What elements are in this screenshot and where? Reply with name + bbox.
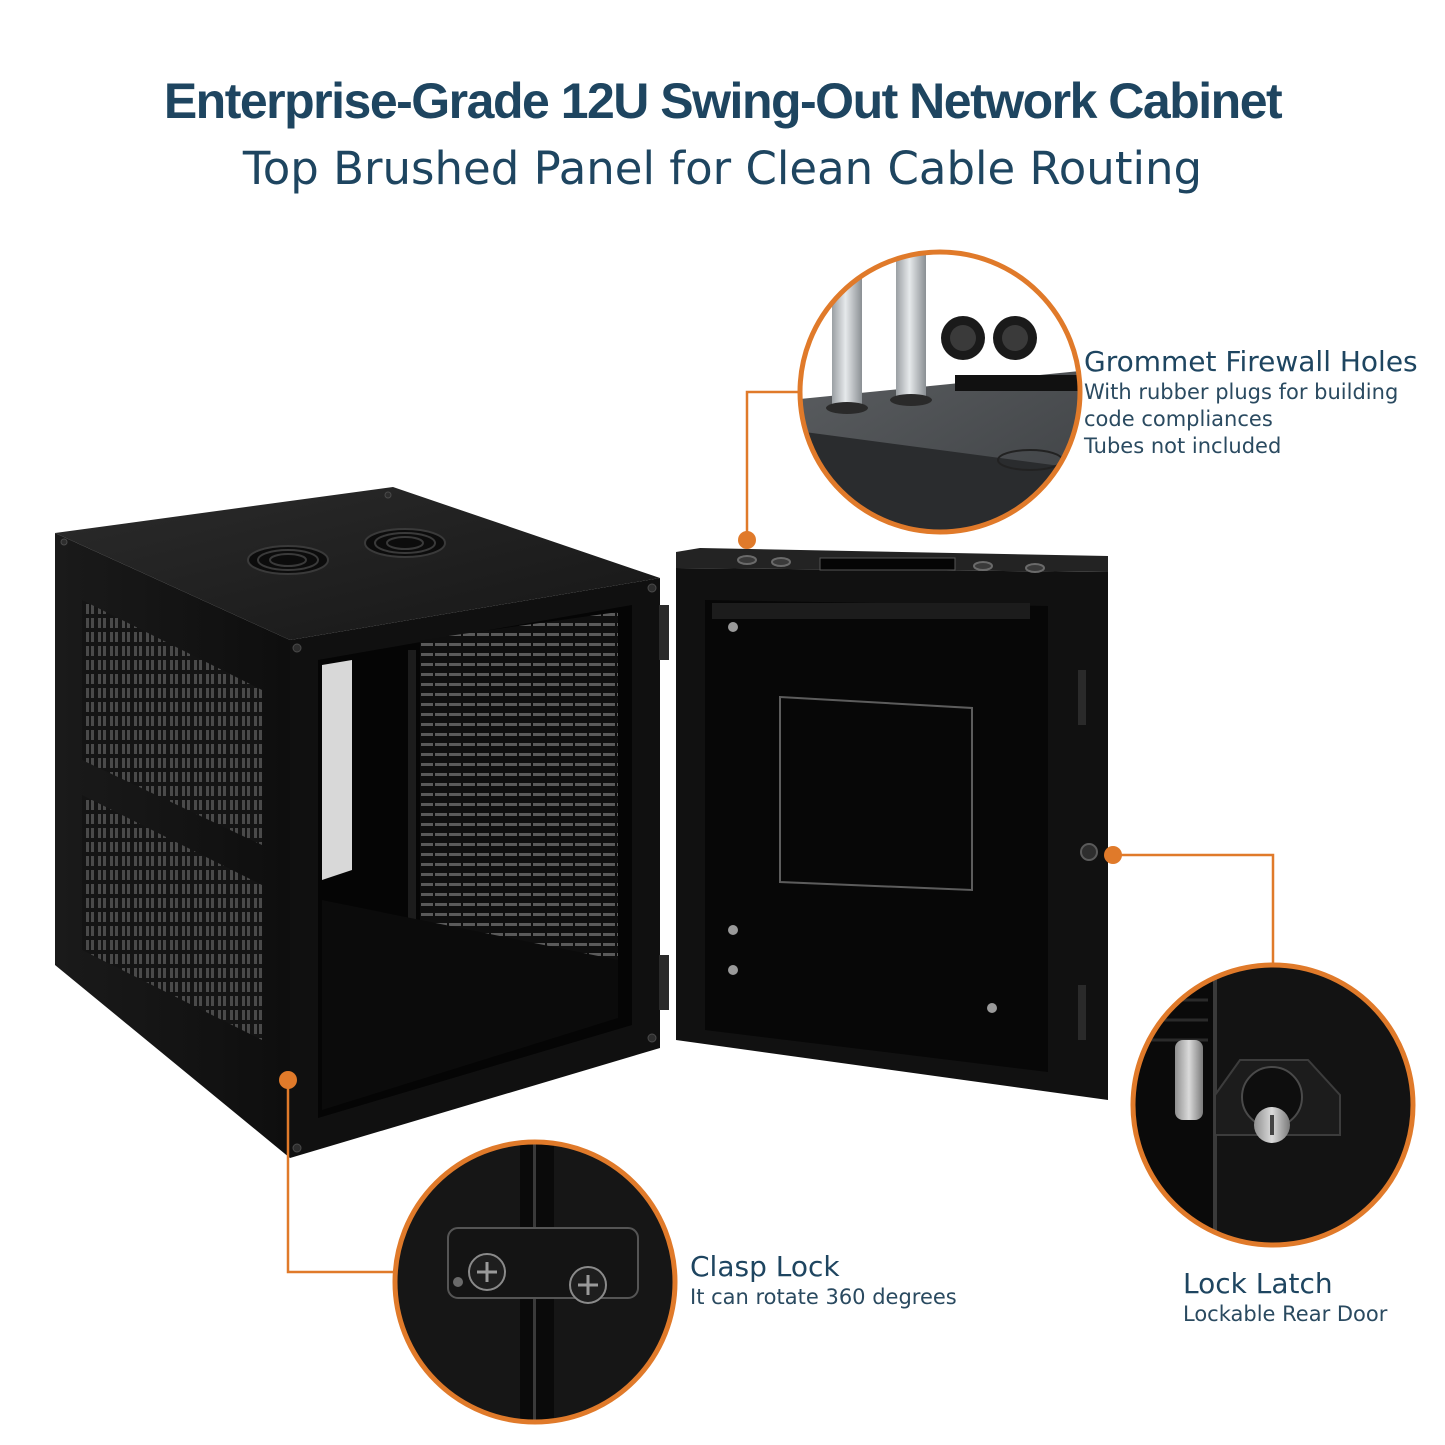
rear-vent-panel [420, 612, 618, 990]
callout-clasp: Clasp Lock It can rotate 360 degrees [690, 1250, 957, 1311]
zoom-lock-latch [1130, 962, 1416, 1248]
page-subtitle: Top Brushed Panel for Clean Cable Routin… [242, 142, 1203, 195]
hinge [659, 955, 669, 1010]
callout-dot [1104, 846, 1122, 864]
rubber-plug-icon [993, 316, 1037, 360]
callout-title: Clasp Lock [690, 1250, 840, 1283]
latch-hook-icon [1175, 1040, 1203, 1120]
callout-title: Lock Latch [1183, 1267, 1333, 1300]
cabinet-body [55, 487, 669, 1158]
keyed-lock-icon [1214, 1059, 1341, 1143]
callout-line: With rubber plugs for building [1084, 380, 1399, 404]
zoom-grommet-holes [797, 249, 1083, 535]
callout-line: It can rotate 360 degrees [690, 1285, 957, 1309]
fan-vent-icon [247, 545, 329, 575]
callout-leader-lines [286, 390, 1275, 1274]
callout-title: Grommet Firewall Holes [1084, 345, 1418, 378]
callout-line: Tubes not included [1084, 434, 1282, 458]
cabinet-top-panel [55, 487, 660, 640]
callout-latch: Lock Latch Lockable Rear Door [1183, 1267, 1387, 1328]
callout-dot [738, 531, 756, 549]
zoom-clasp-lock [392, 1139, 678, 1425]
callout-line: Lockable Rear Door [1183, 1302, 1388, 1326]
hinge [659, 605, 669, 660]
side-vent-upper [82, 600, 262, 845]
door-lock-icon [1080, 843, 1098, 861]
callout-dot [279, 1071, 297, 1089]
callout-grommet: Grommet Firewall Holes With rubber plugs… [1084, 345, 1418, 460]
callout-line: code compliances [1084, 407, 1273, 431]
fan-vent-icon [364, 528, 446, 558]
rubber-plug-icon [941, 316, 985, 360]
swing-out-door [676, 548, 1108, 1100]
side-vent-lower [82, 795, 262, 1040]
screw-icon [569, 1266, 607, 1304]
page-title: Enterprise-Grade 12U Swing-Out Network C… [163, 73, 1283, 129]
screw-icon [468, 1253, 506, 1291]
